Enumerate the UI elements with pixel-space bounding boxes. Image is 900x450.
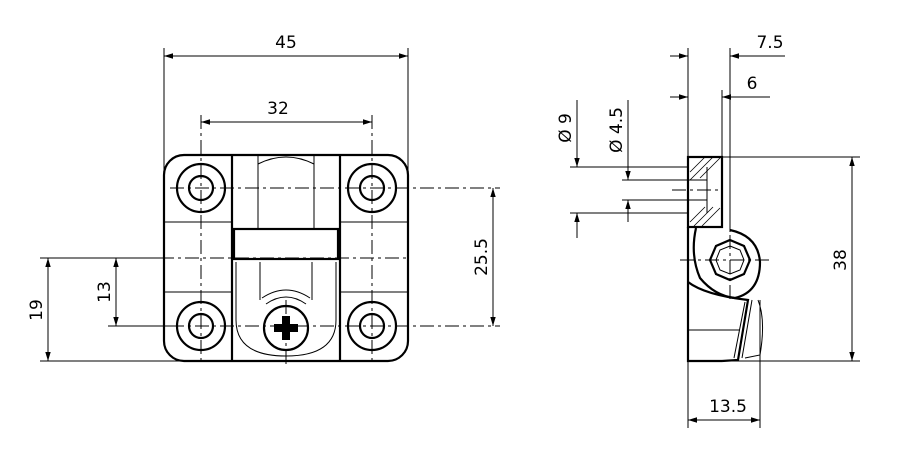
front-view [110,115,500,365]
section-hatch [689,156,721,227]
dim-13: 13 [95,281,115,303]
dim-38: 38 [831,249,851,271]
dim-19: 19 [27,299,47,321]
dim-dia-9: Ø 9 [556,113,576,143]
dim-6: 6 [747,74,758,94]
side-view [672,155,770,363]
dim-32: 32 [267,99,289,119]
dim-25-5: 25.5 [472,238,492,276]
dim-45: 45 [275,33,297,53]
dim-dia-4-5: Ø 4.5 [607,107,627,153]
dim-13-5: 13.5 [709,397,747,417]
dim-7-5: 7.5 [756,33,783,53]
side-dimensions: 7.5 6 Ø 9 Ø 4.5 38 13.5 [556,33,860,428]
front-dimensions: 45 32 25.5 19 13 [27,33,496,362]
